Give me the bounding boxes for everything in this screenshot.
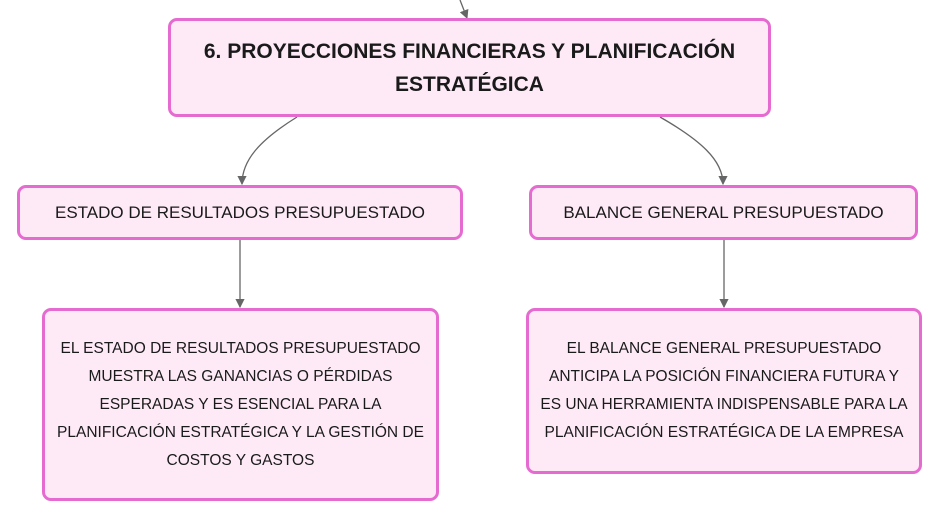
leaf-node-text: EL BALANCE GENERAL PRESUPUESTADO ANTICIP…: [540, 340, 908, 441]
branch-node-balance-general[interactable]: BALANCE GENERAL PRESUPUESTADO: [529, 185, 918, 240]
connector-incoming: [459, 0, 469, 20]
leaf-node-text: EL ESTADO DE RESULTADOS PRESUPUESTADO MU…: [57, 339, 424, 469]
connector-root-to-right-branch: [659, 116, 728, 186]
branch-node-label: BALANCE GENERAL PRESUPUESTADO: [563, 202, 884, 222]
leaf-node-balance-general[interactable]: EL BALANCE GENERAL PRESUPUESTADO ANTICIP…: [526, 308, 922, 474]
connector-root-to-left-branch: [237, 116, 298, 186]
branch-node-estado-de-resultados[interactable]: ESTADO DE RESULTADOS PRESUPUESTADO: [17, 185, 463, 240]
root-node[interactable]: 6. PROYECCIONES FINANCIERAS Y PLANIFICAC…: [168, 18, 771, 117]
branch-node-label: ESTADO DE RESULTADOS PRESUPUESTADO: [55, 202, 425, 222]
leaf-node-estado-de-resultados[interactable]: EL ESTADO DE RESULTADOS PRESUPUESTADO MU…: [42, 308, 439, 501]
root-node-label: 6. PROYECCIONES FINANCIERAS Y PLANIFICAC…: [203, 39, 736, 96]
